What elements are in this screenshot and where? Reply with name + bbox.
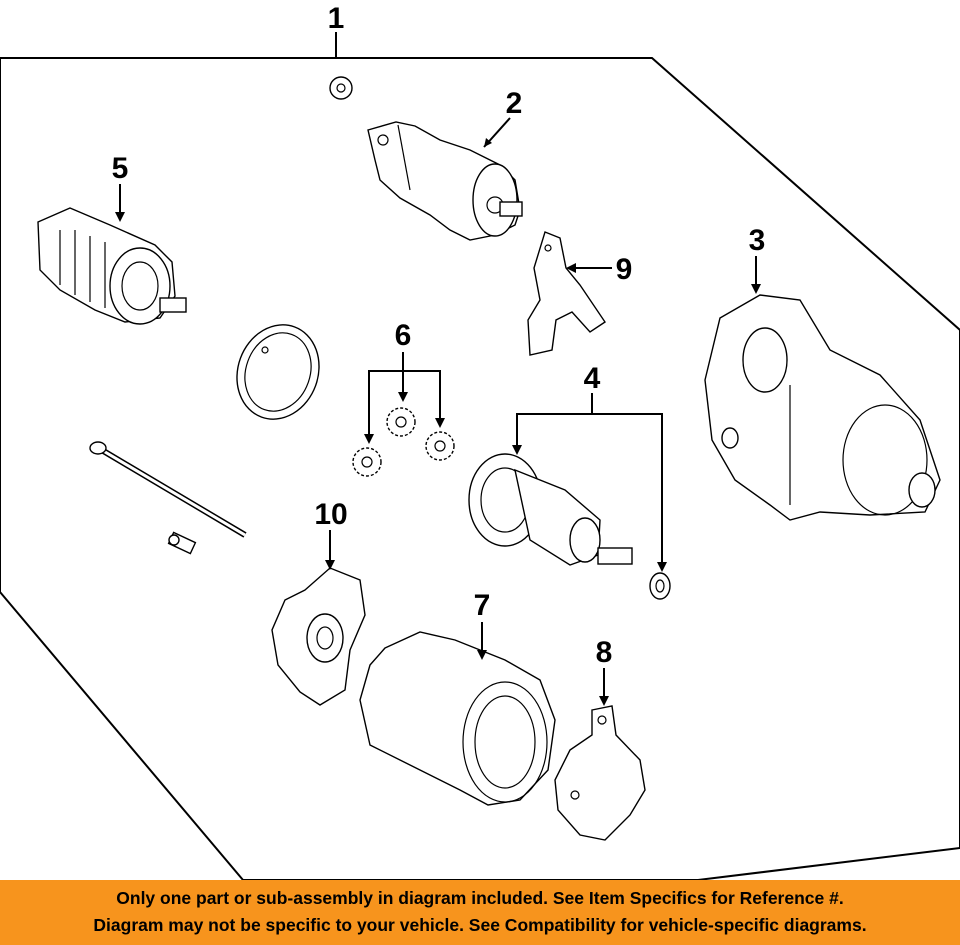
part-number-9: 9	[616, 253, 633, 286]
leader-4	[512, 393, 667, 572]
part-number-10: 10	[314, 498, 347, 531]
solenoid-part	[367, 121, 523, 241]
yoke-part	[359, 631, 556, 806]
washer-part	[649, 572, 671, 600]
armature-part	[37, 207, 187, 325]
part-number-5: 5	[112, 152, 129, 185]
part-number-7: 7	[474, 589, 491, 622]
part-number-4: 4	[584, 362, 601, 395]
shift-lever-part	[527, 231, 606, 356]
starter-housing-part	[704, 294, 941, 521]
leader-6	[364, 352, 445, 444]
brush-plate-part	[271, 567, 366, 706]
end-cover-part	[236, 324, 320, 420]
screw-part	[167, 531, 197, 555]
notice-line-1: Only one part or sub-assembly in diagram…	[116, 888, 844, 908]
drive-assembly-part	[468, 453, 633, 566]
part-number-1: 1	[328, 2, 345, 35]
through-bolt-part	[89, 441, 247, 538]
nut-part	[329, 76, 353, 100]
part-number-6: 6	[395, 319, 412, 352]
part-number-8: 8	[596, 636, 613, 669]
part-number-2: 2	[506, 87, 523, 120]
notice-banner: Only one part or sub-assembly in diagram…	[0, 880, 960, 945]
notice-line-2: Diagram may not be specific to your vehi…	[93, 915, 867, 935]
parts-diagram: 1 2 3 4 5 6 7 8 9 10	[0, 2, 960, 880]
planetary-gear-part	[352, 407, 455, 477]
brush-holder-part	[554, 705, 646, 841]
assembly-outline	[0, 57, 960, 880]
part-number-3: 3	[749, 224, 766, 257]
